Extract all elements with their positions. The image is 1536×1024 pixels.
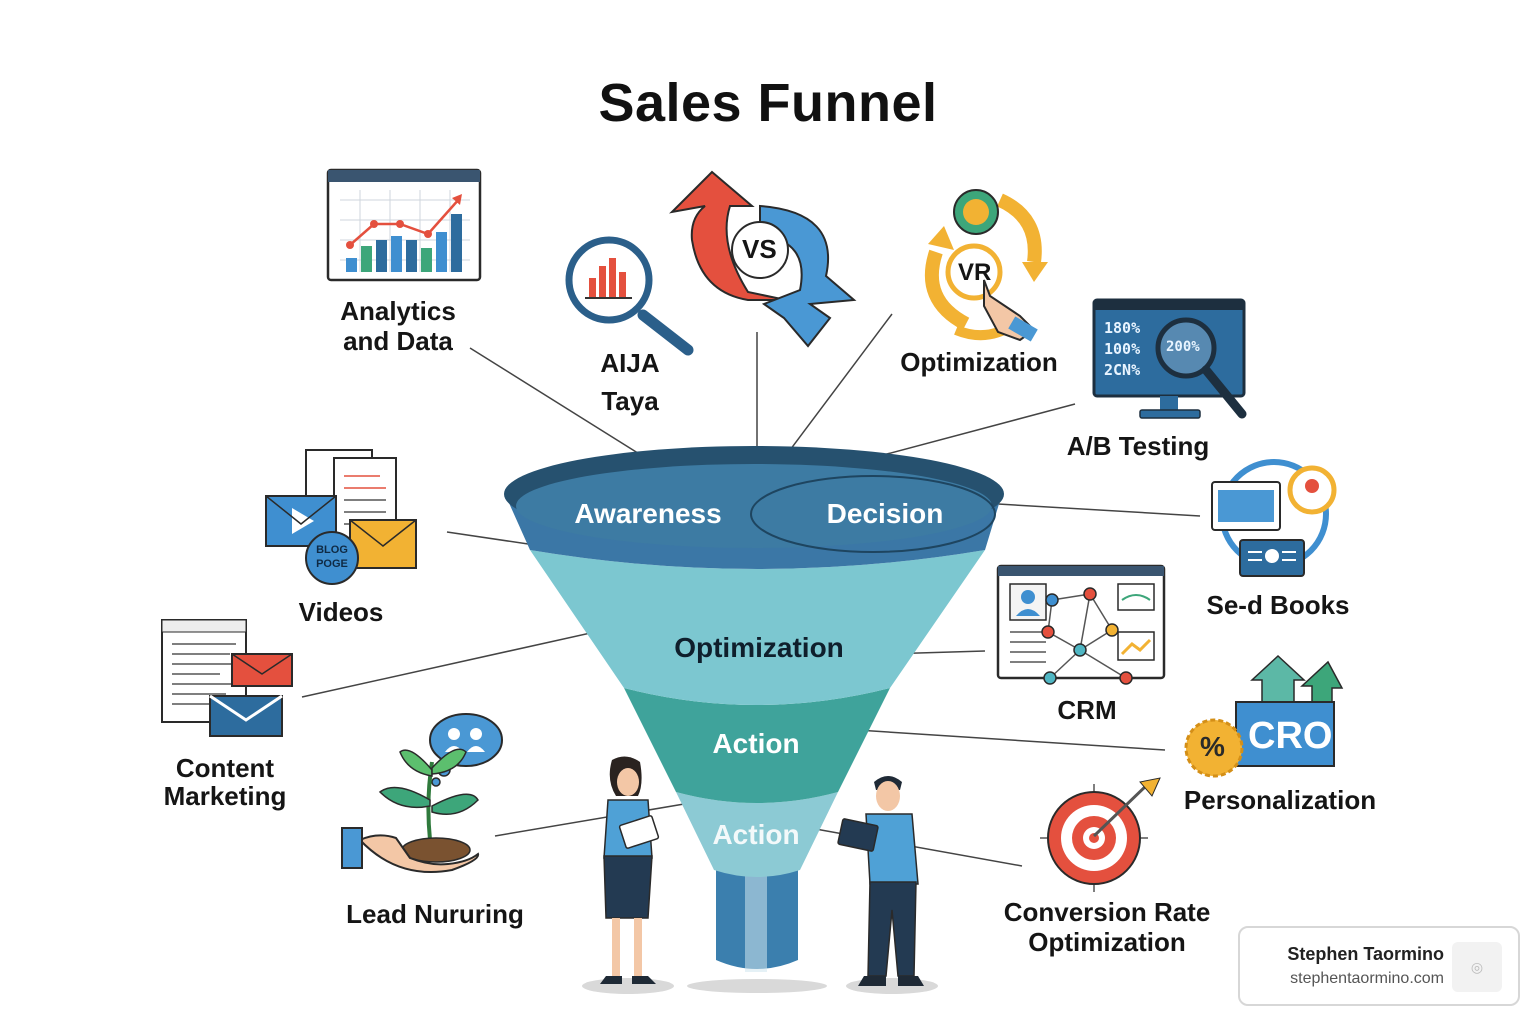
woman-figure <box>582 756 674 994</box>
magnifier-chart-icon <box>565 236 694 356</box>
label-lead-nurturing: Lead Nururing <box>346 899 524 929</box>
ab-screen-line-2: 100% <box>1104 340 1141 358</box>
content-marketing-icon <box>161 619 293 737</box>
label-content-line-1: Content <box>175 753 275 783</box>
crm-network-icon <box>996 564 1166 685</box>
label-conversion-rate-optimization: Conversion Rate Optimization <box>1004 897 1211 957</box>
ab-testing-monitor-icon <box>1092 298 1247 419</box>
label-analytics-line-1: Analytics <box>340 296 456 326</box>
connector-ab <box>871 403 1076 459</box>
cro-growth-icon <box>1184 654 1344 778</box>
cro-badge-text: CRO <box>1248 715 1333 757</box>
ab-screen-text: 180% 100% 2CN% <box>1104 318 1140 381</box>
label-conversion-line-1: Conversion Rate <box>1003 897 1211 927</box>
label-sed-books: Se-d Books <box>1206 590 1350 620</box>
author-name: Stephen Taormino <box>1287 944 1444 964</box>
label-analytics-line-2: and Data <box>343 326 453 356</box>
blog-badge-line-2: POGE <box>316 558 348 570</box>
vr-text: VR <box>958 259 992 286</box>
percent-badge-text: % <box>1200 731 1225 762</box>
author-credit-card[interactable]: Stephen Taormino stephentaormino.com ◎ <box>1238 926 1520 1006</box>
funnel-label-action-lower: Action <box>712 819 800 850</box>
funnel-shadow <box>687 979 827 993</box>
label-content-line-2: Marketing <box>163 781 287 811</box>
vs-text: VS <box>742 234 777 264</box>
vs-arrows-icon <box>669 170 857 348</box>
funnel-bottom-band <box>676 792 838 877</box>
label-optimization-top: Optimization <box>900 347 1058 377</box>
label-videos: Videos <box>298 597 384 627</box>
ab-screen-line-1: 180% <box>1104 319 1141 337</box>
blog-badge-line-1: BLOG <box>316 544 348 556</box>
label-conversion-line-2: Optimization <box>1028 927 1186 957</box>
funnel-label-decision: Decision <box>826 498 944 529</box>
funnel-action-band <box>624 688 890 803</box>
author-website[interactable]: stephentaormino.com <box>1290 970 1444 987</box>
funnel-label-awareness: Awareness <box>574 498 722 529</box>
funnel-decision-ring <box>750 475 996 553</box>
man-figure <box>837 776 938 994</box>
page-title: Sales Funnel <box>598 73 938 133</box>
analytics-chart-icon <box>326 168 482 282</box>
funnel-optimization-band <box>530 550 985 705</box>
label-content-marketing: Content Marketing <box>164 754 287 810</box>
ab-screen-line-3: 2CN% <box>1104 361 1141 379</box>
connector-content <box>301 631 596 698</box>
optimization-cycle-icon <box>924 189 1048 342</box>
ab-screen-zoom-text: 200% <box>1166 339 1200 355</box>
label-analytics-and-data: Analytics and Data <box>340 296 456 356</box>
label-ab-testing: A/B Testing <box>1066 431 1210 461</box>
connector-personalization <box>825 727 1166 751</box>
videos-content-icon <box>265 449 417 585</box>
author-logo-icon: ◎ <box>1452 942 1502 992</box>
lead-nurturing-icon <box>341 713 503 873</box>
books-profile-icon <box>1211 459 1337 577</box>
target-icon <box>1040 777 1161 892</box>
funnel-label-optimization: Optimization <box>674 632 844 663</box>
label-aija-line-2: Taya <box>601 386 659 416</box>
label-aija-line-1: AIJA <box>600 348 660 378</box>
blog-badge-text: BLOG POGE <box>313 543 351 571</box>
label-personalization: Personalization <box>1183 785 1377 815</box>
funnel <box>504 446 1004 993</box>
connector-analytics <box>469 347 666 471</box>
connector-lead <box>494 802 691 837</box>
label-aija-taya: AIJA Taya <box>600 344 659 420</box>
label-crm: CRM <box>1057 695 1117 725</box>
funnel-label-action: Action <box>712 728 800 759</box>
connector-sedbooks <box>997 503 1201 517</box>
